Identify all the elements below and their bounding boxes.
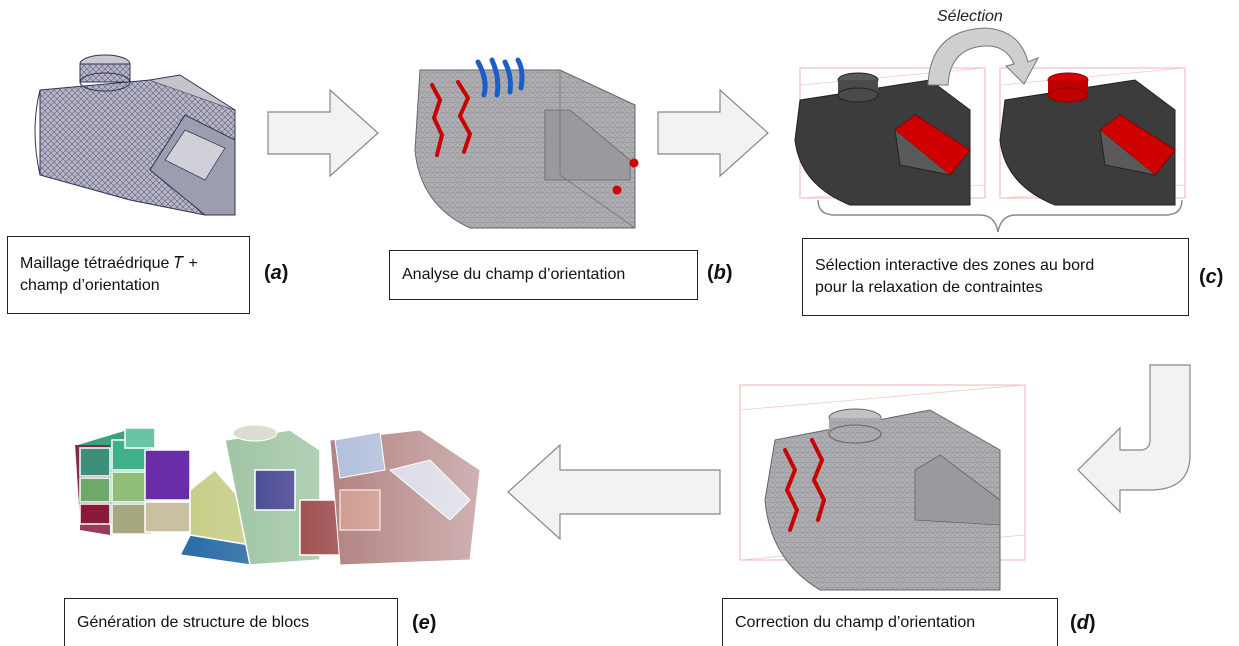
tag-a-open: ( bbox=[264, 262, 271, 284]
tag-c-open: ( bbox=[1199, 266, 1206, 288]
caption-c: Sélection interactive des zones au bord … bbox=[802, 238, 1189, 316]
tag-e-close: ) bbox=[429, 612, 437, 634]
mesh-d-illustration bbox=[739, 384, 1026, 591]
tag-e: (e) bbox=[412, 612, 436, 635]
caption-c-line2: pour la relaxation de contraintes bbox=[815, 279, 1043, 296]
caption-e: Génération de structure de blocs bbox=[64, 598, 398, 646]
caption-a-text: Maillage tétraédrique 𝑇 + champ d’orient… bbox=[20, 253, 198, 297]
tag-a-close: ) bbox=[281, 262, 289, 284]
tag-a: (a) bbox=[264, 262, 288, 285]
arrow-a-to-b bbox=[267, 88, 379, 178]
tag-e-letter: e bbox=[418, 612, 430, 634]
caption-b-text: Analyse du champ d’orientation bbox=[402, 266, 626, 283]
brace-c bbox=[817, 199, 1183, 233]
caption-a: Maillage tétraédrique 𝑇 + champ d’orient… bbox=[7, 236, 250, 314]
tag-c-close: ) bbox=[1216, 266, 1224, 288]
selection-label: Sélection bbox=[937, 8, 1003, 25]
caption-c-text: Sélection interactive des zones au bord … bbox=[815, 255, 1094, 299]
caption-d-text: Correction du champ d’orientation bbox=[735, 613, 976, 631]
caption-a-line2: champ d’orientation bbox=[20, 277, 160, 294]
mesh-a-illustration bbox=[34, 54, 236, 216]
block-structure-illustration bbox=[74, 420, 490, 580]
caption-e-text: Génération de structure de blocs bbox=[77, 613, 310, 631]
caption-b: Analyse du champ d’orientation bbox=[389, 250, 698, 300]
tag-e-open: ( bbox=[412, 612, 419, 634]
tag-a-letter: a bbox=[270, 262, 282, 284]
selection-curved-arrow bbox=[927, 27, 1040, 86]
caption-a-line1: Maillage tétraédrique 𝑇 + bbox=[20, 255, 198, 272]
tag-d-open: ( bbox=[1070, 612, 1077, 634]
arrow-b-to-c bbox=[657, 88, 769, 178]
tag-c-letter: c bbox=[1205, 266, 1217, 288]
arrow-d-to-e bbox=[507, 443, 721, 541]
tag-c: (c) bbox=[1199, 266, 1223, 289]
tag-b-close: ) bbox=[725, 262, 733, 284]
tag-d: (d) bbox=[1070, 612, 1096, 635]
tag-d-close: ) bbox=[1088, 612, 1096, 634]
tag-b: (b) bbox=[707, 262, 733, 285]
arrow-c-to-d bbox=[1077, 364, 1191, 514]
mesh-b-illustration bbox=[414, 57, 639, 229]
caption-d: Correction du champ d’orientation bbox=[722, 598, 1058, 646]
tag-b-letter: b bbox=[713, 262, 726, 284]
caption-c-line1: Sélection interactive des zones au bord bbox=[815, 257, 1095, 274]
tag-d-letter: d bbox=[1076, 612, 1089, 634]
tag-b-open: ( bbox=[707, 262, 714, 284]
solid-c-before bbox=[794, 67, 986, 206]
solid-c-after bbox=[999, 67, 1186, 206]
